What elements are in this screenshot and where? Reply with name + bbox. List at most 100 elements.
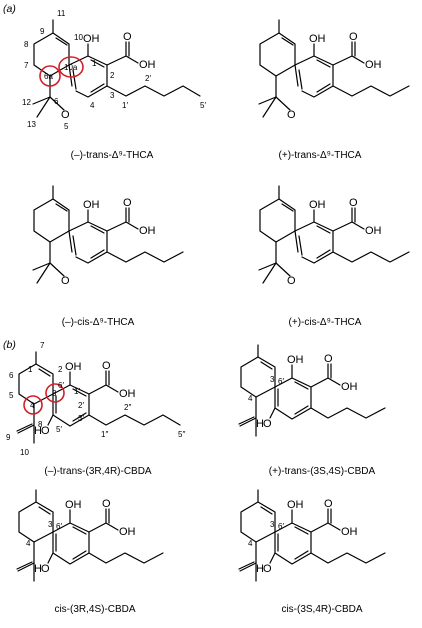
cbda-structure-2: OH O OH H O 4 3 6′	[238, 344, 386, 437]
acid-oh-label: OH	[119, 388, 136, 400]
stereocenter-6a-highlight	[39, 65, 61, 87]
atom-number: 1′	[122, 101, 128, 110]
atom-number: 4	[90, 101, 95, 110]
cbda-structure-4: OH O OH H O 4 3 6′	[238, 489, 386, 582]
atom-number: 3	[48, 520, 53, 529]
atom-number: 7	[24, 61, 29, 70]
phenol-h-label: H	[256, 418, 264, 430]
atom-number: 3	[270, 375, 275, 384]
atom-number: 1	[92, 59, 97, 68]
atom-number: 8	[38, 420, 43, 429]
atom-number: 7	[40, 341, 45, 350]
atom-number: 4	[26, 539, 31, 548]
thca-structure-4: OH O OH O	[258, 185, 410, 287]
atom-number: 10	[20, 448, 29, 457]
panel-a-label: (a)	[3, 3, 16, 15]
atom-number: 6′	[58, 381, 64, 390]
carbonyl-o-label: O	[123, 31, 132, 43]
atom-number: 10	[74, 33, 83, 42]
phenol-h-label: H	[34, 563, 42, 575]
atom-number: 9	[6, 433, 11, 442]
structure-caption-6: (+)-trans-(3S,4S)-CBDA	[269, 466, 376, 477]
atom-number: 3′	[78, 414, 84, 423]
atom-number: 6′	[278, 522, 284, 531]
atom-number: 6′	[56, 522, 62, 531]
structure-caption-8: cis-(3S,4R)-CBDA	[281, 604, 362, 615]
structure-caption-4: (+)-cis-Δ⁹-THCA	[289, 317, 362, 328]
hydroxyl-label: OH	[287, 354, 304, 366]
atom-number: 1″	[101, 430, 108, 439]
atom-number: 5	[9, 391, 14, 400]
atom-number: 5	[64, 122, 69, 131]
atom-number: 9	[40, 27, 45, 36]
acid-oh-label: OH	[365, 225, 382, 237]
atom-number: 3	[110, 91, 115, 100]
ether-o-label: O	[61, 275, 70, 287]
phenol-o-label: O	[41, 563, 50, 575]
structure-caption-3: (–)-cis-Δ⁹-THCA	[62, 317, 135, 328]
hydroxyl-label: OH	[309, 33, 326, 45]
stereocenter-3-highlight	[45, 383, 65, 403]
phenol-o-label: O	[263, 418, 272, 430]
carbonyl-o-label: O	[349, 31, 358, 43]
thca-structure-2: OH O OH O	[258, 19, 410, 121]
hydroxyl-label: OH	[65, 499, 82, 511]
ether-o-label: O	[287, 109, 296, 121]
structure-caption-5: (–)-trans-(3R,4R)-CBDA	[44, 466, 152, 477]
atom-number: 5′	[200, 101, 206, 110]
atom-number: 2′	[78, 401, 84, 410]
stereocenter-10a-highlight	[58, 56, 84, 78]
structure-caption-7: cis-(3R,4S)-CBDA	[54, 604, 135, 615]
acid-oh-label: OH	[139, 225, 156, 237]
thca-structure-1: OH O OH O 11 9 10 10a 8 7 6a 12 6 13 5 1…	[22, 9, 206, 131]
atom-number: 10a	[64, 63, 78, 72]
panel-b-label: (b)	[3, 339, 16, 351]
atom-number: 5″	[178, 430, 185, 439]
phenol-h-label: H	[34, 425, 42, 437]
atom-number: 8	[24, 40, 29, 49]
hydroxyl-label: OH	[65, 361, 82, 373]
acid-oh-label: OH	[341, 526, 358, 538]
atom-number: 3	[270, 520, 275, 529]
carbonyl-o-label: O	[324, 353, 333, 365]
phenol-o-label: O	[263, 563, 272, 575]
carbonyl-o-label: O	[102, 360, 111, 372]
structure-caption-1: (–)-trans-Δ⁹-THCA	[71, 150, 154, 161]
phenol-h-label: H	[256, 563, 264, 575]
atom-number: 5′	[56, 425, 62, 434]
atom-number: 2″	[124, 403, 131, 412]
carbonyl-o-label: O	[324, 498, 333, 510]
acid-oh-label: OH	[341, 381, 358, 393]
carbonyl-o-label: O	[123, 197, 132, 209]
ether-o-label: O	[61, 109, 70, 121]
ether-o-label: O	[287, 275, 296, 287]
atom-number: 3	[52, 389, 57, 398]
atom-number: 6	[9, 371, 14, 380]
atom-number: 2′	[145, 74, 151, 83]
hydroxyl-label: OH	[309, 199, 326, 211]
atom-number: 6′	[278, 377, 284, 386]
atom-number: 1	[28, 365, 33, 374]
cbda-structure-3: OH O OH H O 4 3 6′	[16, 489, 164, 582]
atom-number: 13	[27, 120, 36, 129]
carbonyl-o-label: O	[349, 197, 358, 209]
hydroxyl-label: OH	[83, 33, 100, 45]
atom-number: 6	[54, 97, 59, 106]
atom-number: 4	[30, 401, 35, 410]
atom-number: 12	[22, 98, 31, 107]
acid-oh-label: OH	[139, 59, 156, 71]
stereocenter-4-highlight	[23, 395, 43, 415]
atom-number: 11	[57, 9, 66, 18]
carbonyl-o-label: O	[102, 498, 111, 510]
atom-number: 2	[58, 365, 63, 374]
acid-oh-label: OH	[365, 59, 382, 71]
atom-number: 2	[110, 71, 115, 80]
thca-structure-3: OH O OH O	[32, 185, 184, 287]
atom-number: 4	[248, 394, 253, 403]
acid-oh-label: OH	[119, 526, 136, 538]
cbda-structure-1: OH O OH H O 7 1 2 6 5 4 3 9 8 10 6′ 1′ 2…	[6, 341, 185, 457]
atom-number: 6a	[44, 72, 53, 81]
atom-number: 1′	[74, 387, 80, 396]
atom-number: 4	[248, 539, 253, 548]
